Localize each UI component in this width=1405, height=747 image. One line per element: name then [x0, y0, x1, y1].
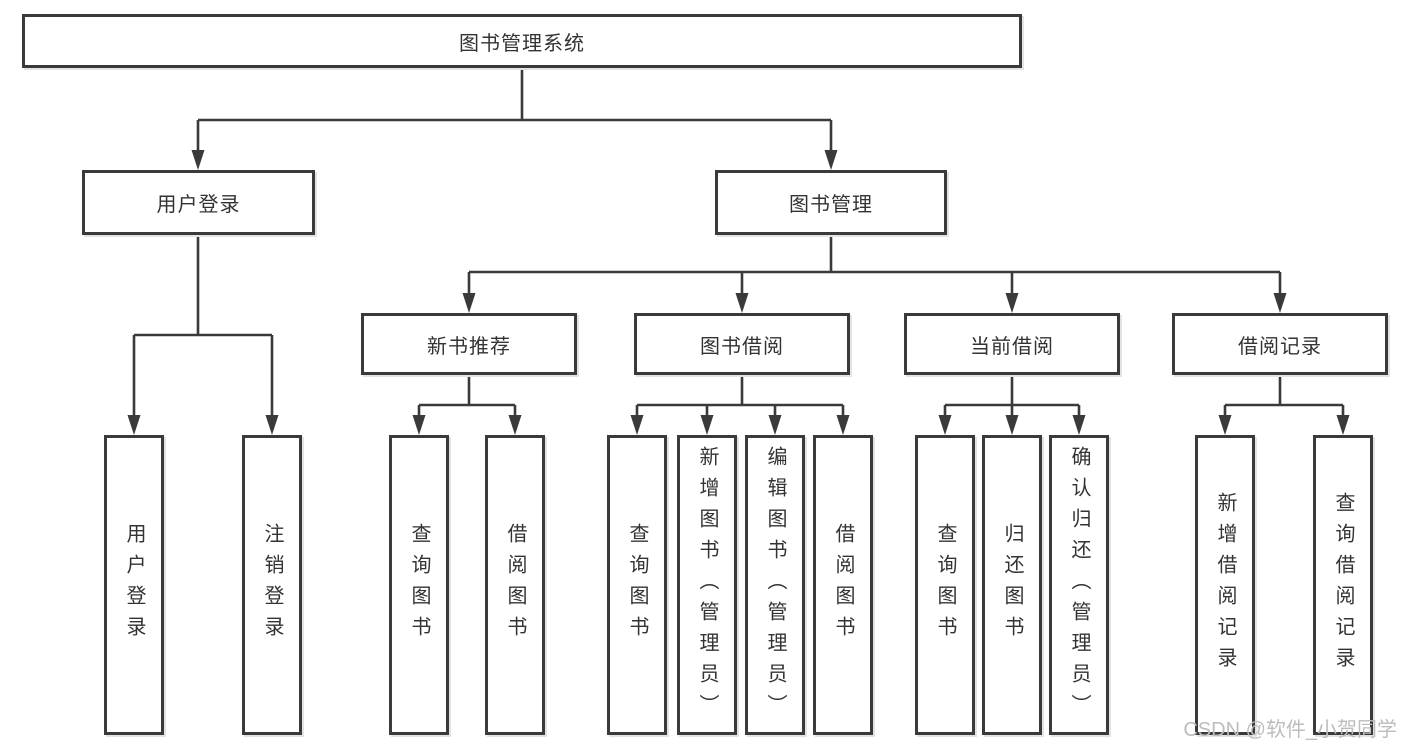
- leaf-query-borrow-record-label: 查询借阅记录: [1332, 492, 1354, 678]
- connector-book-borrow-to-leaves: [630, 375, 850, 435]
- leaf-borrow-books-label: 借阅图书: [832, 523, 854, 647]
- leaf-add-books-admin-label: 新增图书（管理员）: [696, 445, 718, 725]
- node-borrow-records: 借阅记录: [1172, 313, 1388, 375]
- leaf-confirm-return-admin-label: 确认归还（管理员）: [1068, 445, 1090, 725]
- leaf-borrow-books: 借阅图书: [813, 435, 873, 735]
- node-user-login: 用户登录: [82, 170, 315, 235]
- node-root-label: 图书管理系统: [459, 32, 585, 55]
- leaf-confirm-return-admin: 确认归还（管理员）: [1049, 435, 1109, 735]
- leaf-borrow-books-recommend-label: 借阅图书: [504, 523, 526, 647]
- connector-current-borrow-to-leaves: [938, 375, 1086, 435]
- leaf-return-books: 归还图书: [982, 435, 1042, 735]
- leaf-edit-books-admin: 编辑图书（管理员）: [745, 435, 805, 735]
- connector-new-books-to-leaves: [412, 375, 522, 435]
- node-root-library-system: 图书管理系统: [22, 14, 1022, 68]
- node-book-borrow-label: 图书借阅: [700, 335, 784, 358]
- leaf-query-books-recommend-label: 查询图书: [408, 523, 430, 647]
- leaf-query-books-borrow-label: 查询图书: [626, 523, 648, 647]
- node-book-mgmt: 图书管理: [715, 170, 947, 235]
- leaf-logout: 注销登录: [242, 435, 302, 735]
- leaf-user-login: 用户登录: [104, 435, 164, 735]
- node-new-books-label: 新书推荐: [427, 335, 511, 358]
- node-user-login-label: 用户登录: [156, 194, 241, 216]
- leaf-query-books-borrow: 查询图书: [607, 435, 667, 735]
- leaf-borrow-books-recommend: 借阅图书: [485, 435, 545, 735]
- node-book-mgmt-label: 图书管理: [789, 194, 873, 216]
- node-new-books: 新书推荐: [361, 313, 577, 375]
- leaf-logout-label: 注销登录: [261, 523, 283, 647]
- leaf-query-books-current-label: 查询图书: [934, 523, 956, 647]
- connector-user-login-to-leaves: [127, 235, 279, 435]
- leaf-return-books-label: 归还图书: [1001, 523, 1023, 647]
- leaf-query-books-recommend: 查询图书: [389, 435, 449, 735]
- node-borrow-records-label: 借阅记录: [1238, 335, 1322, 358]
- leaf-user-login-label: 用户登录: [123, 523, 145, 647]
- connector-root-to-level2: [191, 68, 838, 170]
- leaf-query-borrow-record: 查询借阅记录: [1313, 435, 1373, 735]
- node-book-borrow: 图书借阅: [634, 313, 850, 375]
- connector-book-mgmt-to-level3: [462, 235, 1287, 313]
- node-current-borrow: 当前借阅: [904, 313, 1120, 375]
- connector-borrow-records-to-leaves: [1218, 375, 1350, 435]
- node-current-borrow-label: 当前借阅: [970, 335, 1054, 358]
- leaf-add-books-admin: 新增图书（管理员）: [677, 435, 737, 735]
- leaf-add-borrow-record-label: 新增借阅记录: [1214, 492, 1236, 678]
- leaf-add-borrow-record: 新增借阅记录: [1195, 435, 1255, 735]
- leaf-edit-books-admin-label: 编辑图书（管理员）: [764, 445, 786, 725]
- leaf-query-books-current: 查询图书: [915, 435, 975, 735]
- csdn-watermark: CSDN @软件_小贺同学: [1183, 719, 1397, 741]
